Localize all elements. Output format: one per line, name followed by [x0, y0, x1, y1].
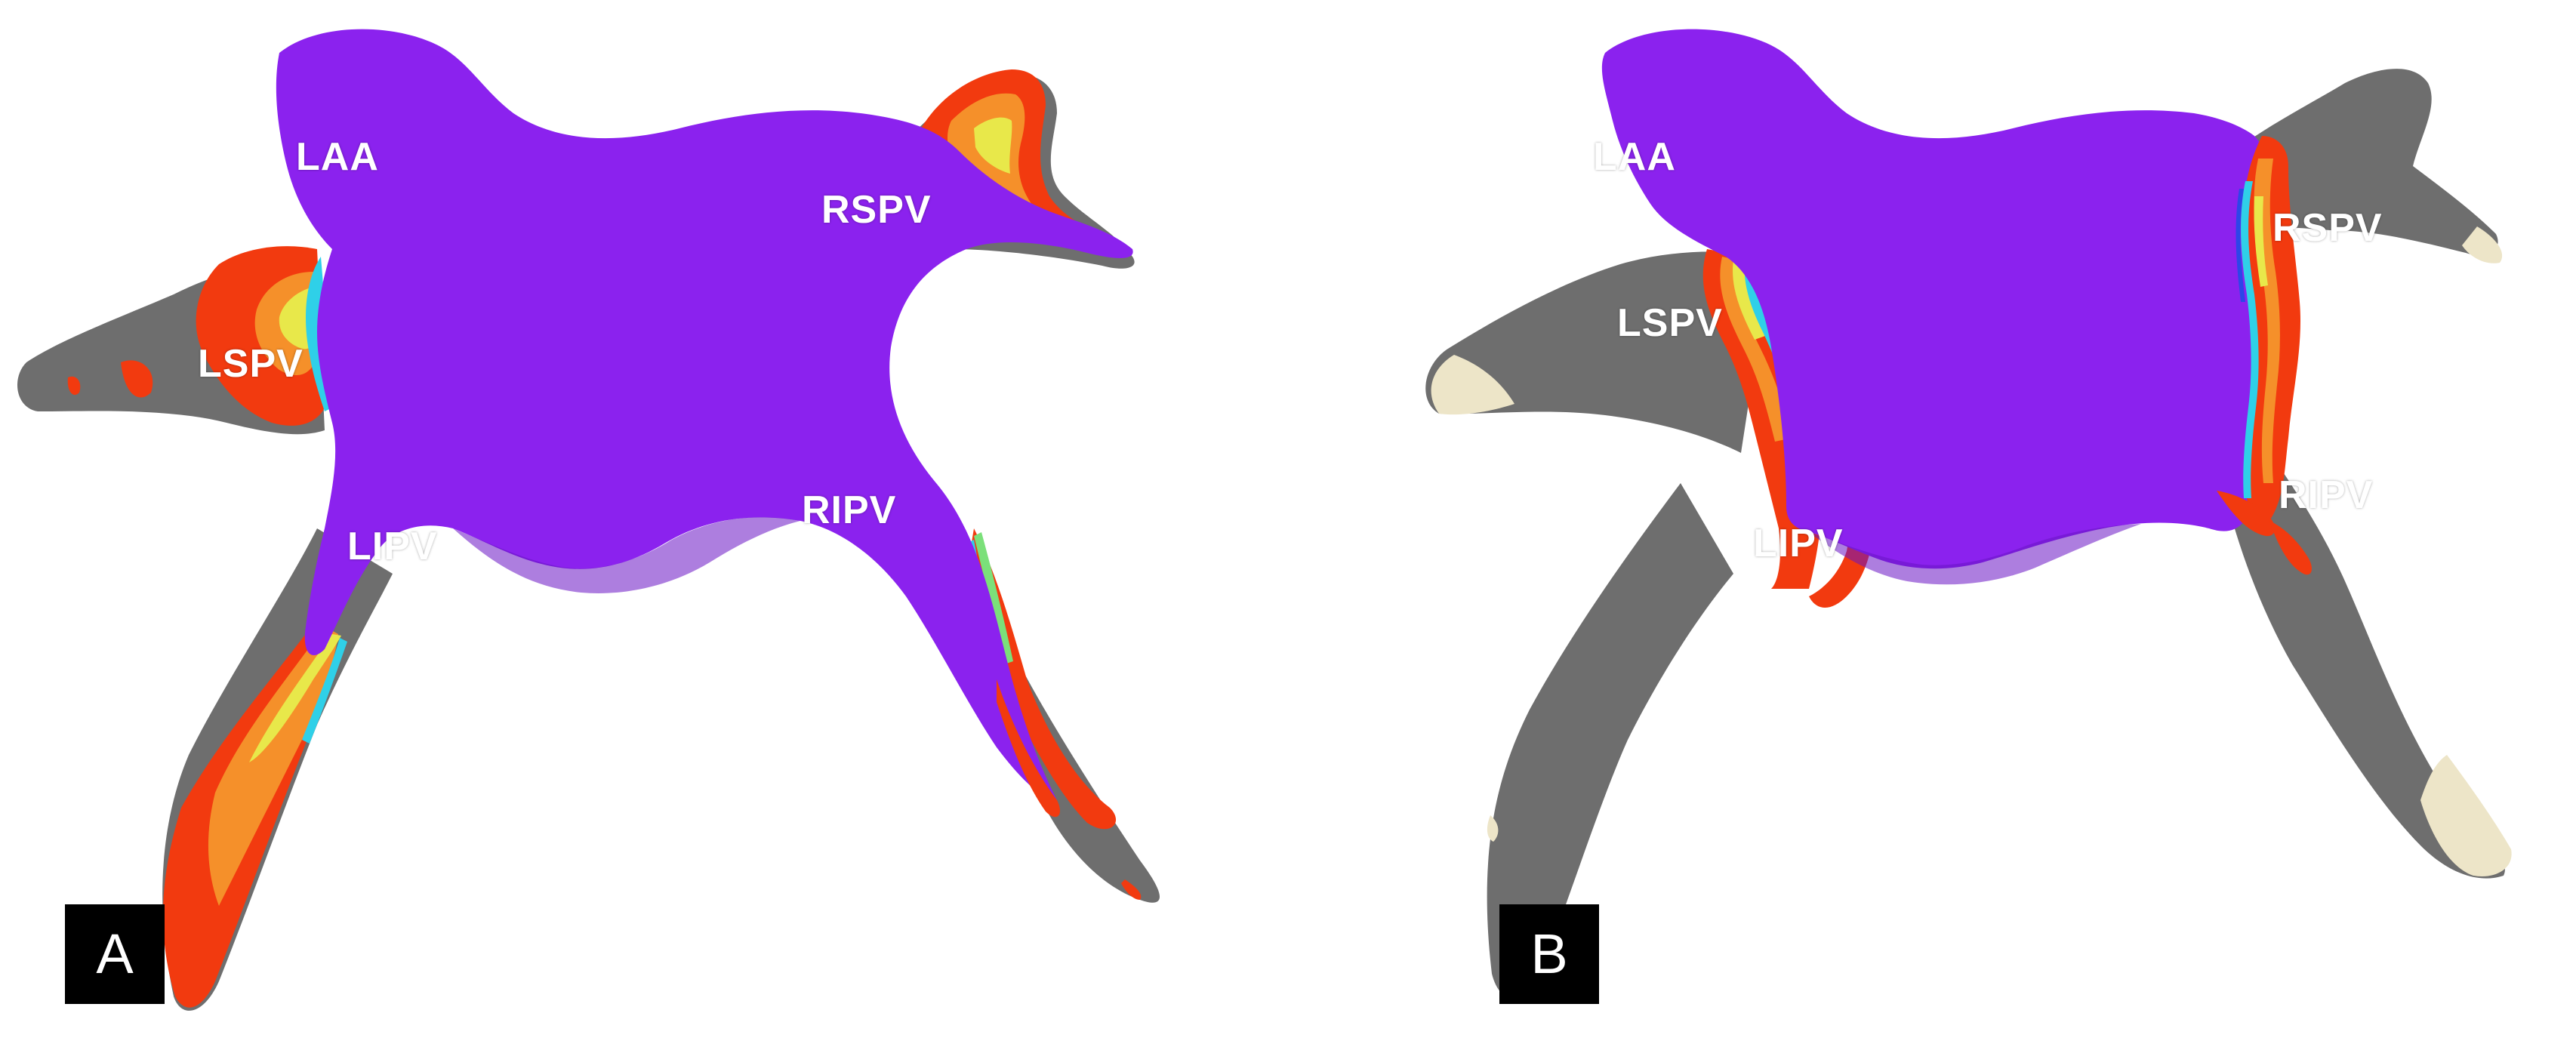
label-rspv: RSPV [2272, 206, 2383, 250]
atrium-body [276, 29, 1133, 801]
lspv-heat-yellow [1733, 260, 1765, 340]
panel-a: LAA RSPV LSPV LIPV RIPV A [17, 29, 1160, 1011]
panel-b: LAA RSPV LSPV LIPV RIPV B [1288, 0, 2576, 1047]
rspv-vein [2224, 69, 2498, 256]
rspv-tip [2462, 226, 2503, 263]
rspv-heat-yellow [2254, 196, 2268, 287]
ripv-body-heat [997, 679, 1061, 818]
left-atrium-map-a [17, 29, 1160, 1011]
panel-badge-b: B [1499, 904, 1599, 1004]
ripv-heat-tail [2269, 521, 2312, 575]
ripv-tip-red [1121, 879, 1142, 900]
rspv-heat-yellow [974, 117, 1012, 174]
ripv-heat-green [974, 532, 1013, 664]
label-ripv: RIPV [2279, 473, 2374, 517]
label-lspv: LSPV [1617, 301, 1723, 345]
rspv-heat-blue [2236, 189, 2245, 302]
ripv-tip [2420, 755, 2512, 876]
atrium-body [1601, 29, 2270, 569]
ripv-vein [2224, 408, 2505, 879]
lipv-tip [1487, 815, 1499, 842]
lipv-heat-orange [208, 627, 338, 906]
lspv-spot-2 [121, 360, 153, 398]
label-laa: LAA [296, 135, 379, 179]
atrium-shadow [453, 516, 800, 593]
label-lspv: LSPV [198, 342, 304, 386]
lspv-tip [1431, 355, 1514, 415]
label-rspv: RSPV [821, 188, 932, 232]
lspv-heat-orange [1720, 257, 1792, 442]
panel-badge-a: A [65, 904, 165, 1004]
left-atrium-map-b [1425, 29, 2512, 999]
lipv-heat-cyan [302, 638, 347, 744]
label-lipv: LIPV [347, 525, 438, 568]
lspv-spot-1 [67, 376, 81, 396]
atrium-shadow [1809, 524, 2141, 585]
label-laa: LAA [1593, 135, 1676, 179]
lipv-heat-yellow [249, 634, 341, 762]
rspv-heat-cyan [2241, 181, 2259, 498]
label-lipv: LIPV [1753, 522, 1844, 565]
lipv-vein [1487, 483, 1733, 999]
ripv-heat-base [2217, 491, 2275, 537]
label-ripv: RIPV [802, 488, 897, 532]
